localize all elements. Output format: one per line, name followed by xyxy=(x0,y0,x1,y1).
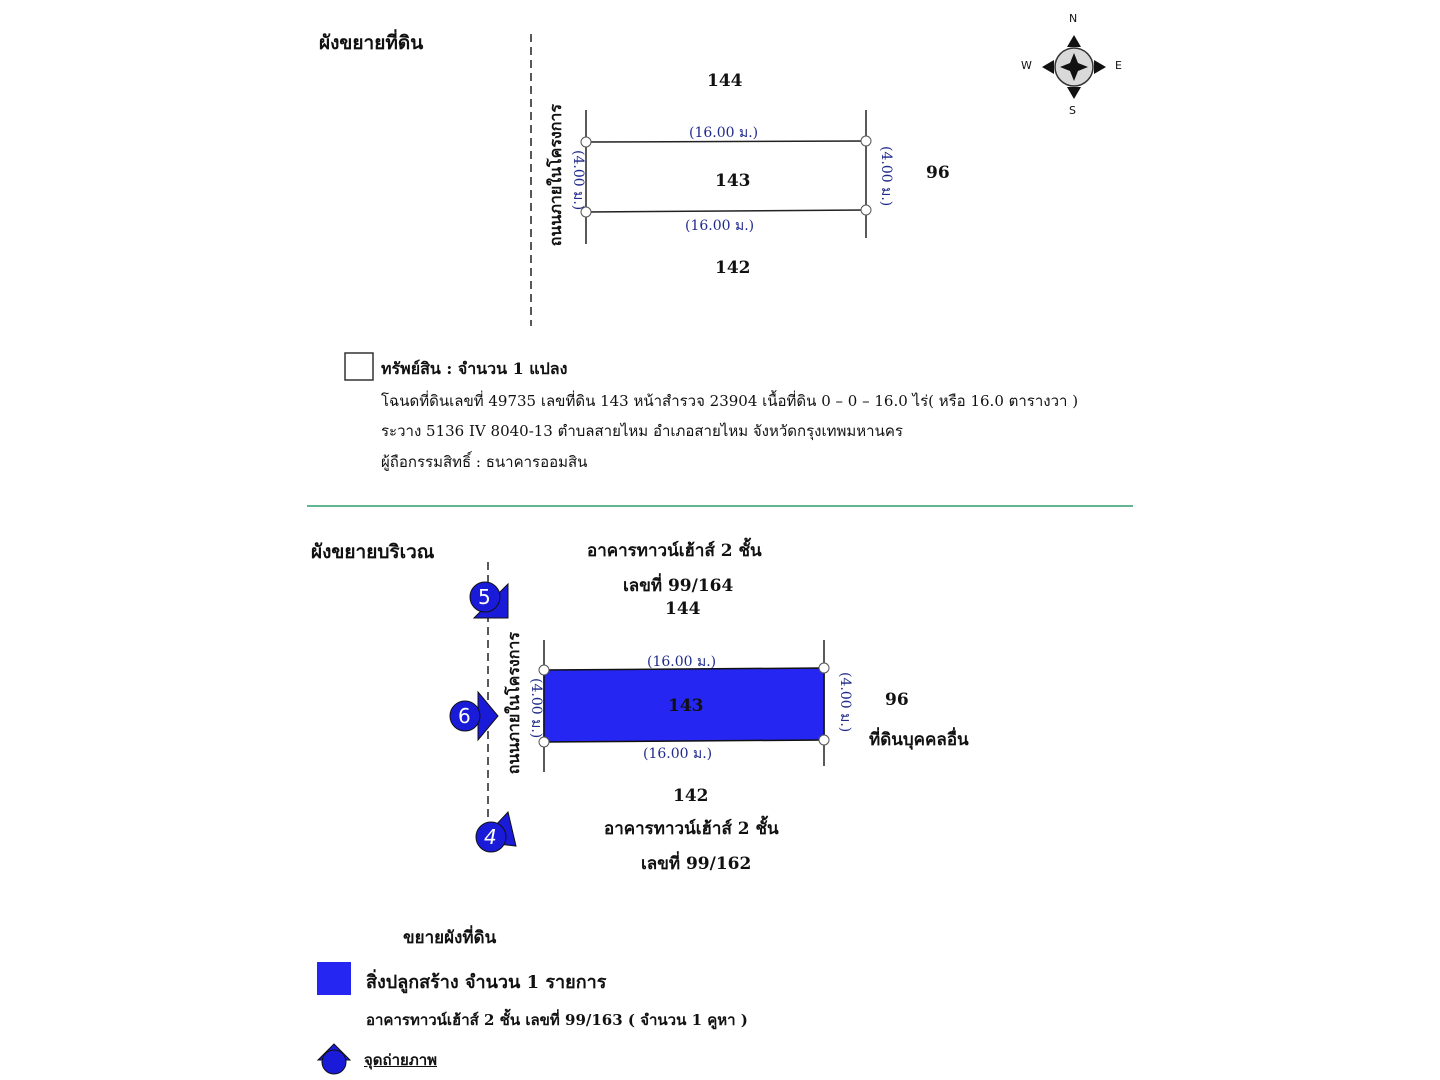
compass-n: N xyxy=(1069,12,1078,25)
photo-marker-6-icon xyxy=(449,690,499,742)
compass-s: S xyxy=(1069,104,1076,117)
top-plot-boundary xyxy=(585,110,867,244)
bottom-south-neighbor: 142 xyxy=(673,786,709,806)
asset-line-deed: โฉนดที่ดินเลขที่ 49735 เลขที่ดิน 143 หน้… xyxy=(381,392,1079,410)
top-dim-left: (4.00 ม.) xyxy=(567,150,589,212)
bottom-east-label: ที่ดินบุคคลอื่น xyxy=(869,730,969,750)
compass-e: E xyxy=(1115,59,1122,72)
legend-title: ขยายผังที่ดิน xyxy=(403,928,497,948)
legend-building-title: สิ่งปลูกสร้าง จำนวน 1 รายการ xyxy=(366,972,607,993)
top-dim-right-text: (4.00 ม.) xyxy=(878,146,894,207)
top-dim-bottom: (16.00 ม.) xyxy=(685,218,755,234)
bottom-dim-right-text: (4.00 ม.) xyxy=(837,672,853,733)
top-south-neighbor: 142 xyxy=(715,258,751,278)
bottom-south-number: เลขที่ 99/162 xyxy=(641,854,752,874)
bottom-road-label: ถนนภายในโครงการ xyxy=(504,632,523,784)
top-plot-number: 143 xyxy=(715,171,751,191)
legend-building-desc: อาคารทาวน์เฮ้าส์ 2 ชั้น เลขที่ 99/163 ( … xyxy=(366,1011,748,1029)
bottom-dim-right: (4.00 ม.) xyxy=(834,672,856,734)
top-road-text: ถนนภายในโครงการ xyxy=(546,104,565,247)
bottom-title: ผังขยายบริเวณ xyxy=(311,541,435,563)
bottom-dim-top: (16.00 ม.) xyxy=(647,654,717,670)
legend-photo-label: จุดถ่ายภาพ xyxy=(364,1051,438,1069)
asset-line-owner: ผู้ถือกรรมสิทธิ์ : ธนาคารออมสิน xyxy=(381,453,588,471)
bottom-south-building: อาคารทาวน์เฮ้าส์ 2 ชั้น xyxy=(604,819,779,839)
compass-w: W xyxy=(1021,59,1032,72)
photo-marker-5-label: 5 xyxy=(478,585,491,609)
photo-marker-6-label: 6 xyxy=(458,704,471,728)
top-plot-corners xyxy=(580,135,872,218)
asset-line-location: ระวาง 5136 IV 8040-13 ตำบลสายไหม อำเภอสา… xyxy=(381,422,903,440)
bottom-north-building: อาคารทาวน์เฮ้าส์ 2 ชั้น xyxy=(587,541,762,561)
top-road-label: ถนนภายในโครงการ xyxy=(546,104,565,254)
bottom-dim-bottom: (16.00 ม.) xyxy=(643,746,713,762)
top-dim-left-text: (4.00 ม.) xyxy=(570,150,586,211)
top-dim-top: (16.00 ม.) xyxy=(689,125,759,141)
bottom-plot-corners xyxy=(538,662,830,748)
legend-photo-point-icon xyxy=(316,1043,352,1075)
top-title: ผังขยายที่ดิน xyxy=(319,32,424,54)
bottom-dim-left: (4.00 ม.) xyxy=(525,678,547,740)
asset-title: ทรัพย์สิน : จำนวน 1 แปลง xyxy=(381,359,568,378)
bottom-road-text: ถนนภายในโครงการ xyxy=(504,632,523,775)
compass-icon xyxy=(1042,35,1106,99)
bottom-plot-number: 143 xyxy=(668,696,704,716)
photo-marker-4-label: 4 xyxy=(484,825,497,849)
asset-checkbox-icon xyxy=(344,352,374,381)
legend-building-swatch xyxy=(317,962,351,995)
photo-marker-5-icon xyxy=(469,581,509,619)
bottom-north-number: เลขที่ 99/164 xyxy=(623,576,734,596)
bottom-dim-left-text: (4.00 ม.) xyxy=(528,678,544,739)
top-dim-right: (4.00 ม.) xyxy=(875,146,897,208)
bottom-east-neighbor: 96 xyxy=(885,690,909,710)
photo-marker-4-icon xyxy=(475,810,517,853)
top-east-neighbor: 96 xyxy=(926,163,950,183)
top-north-neighbor: 144 xyxy=(707,71,743,91)
bottom-north-neighbor: 144 xyxy=(665,599,701,619)
